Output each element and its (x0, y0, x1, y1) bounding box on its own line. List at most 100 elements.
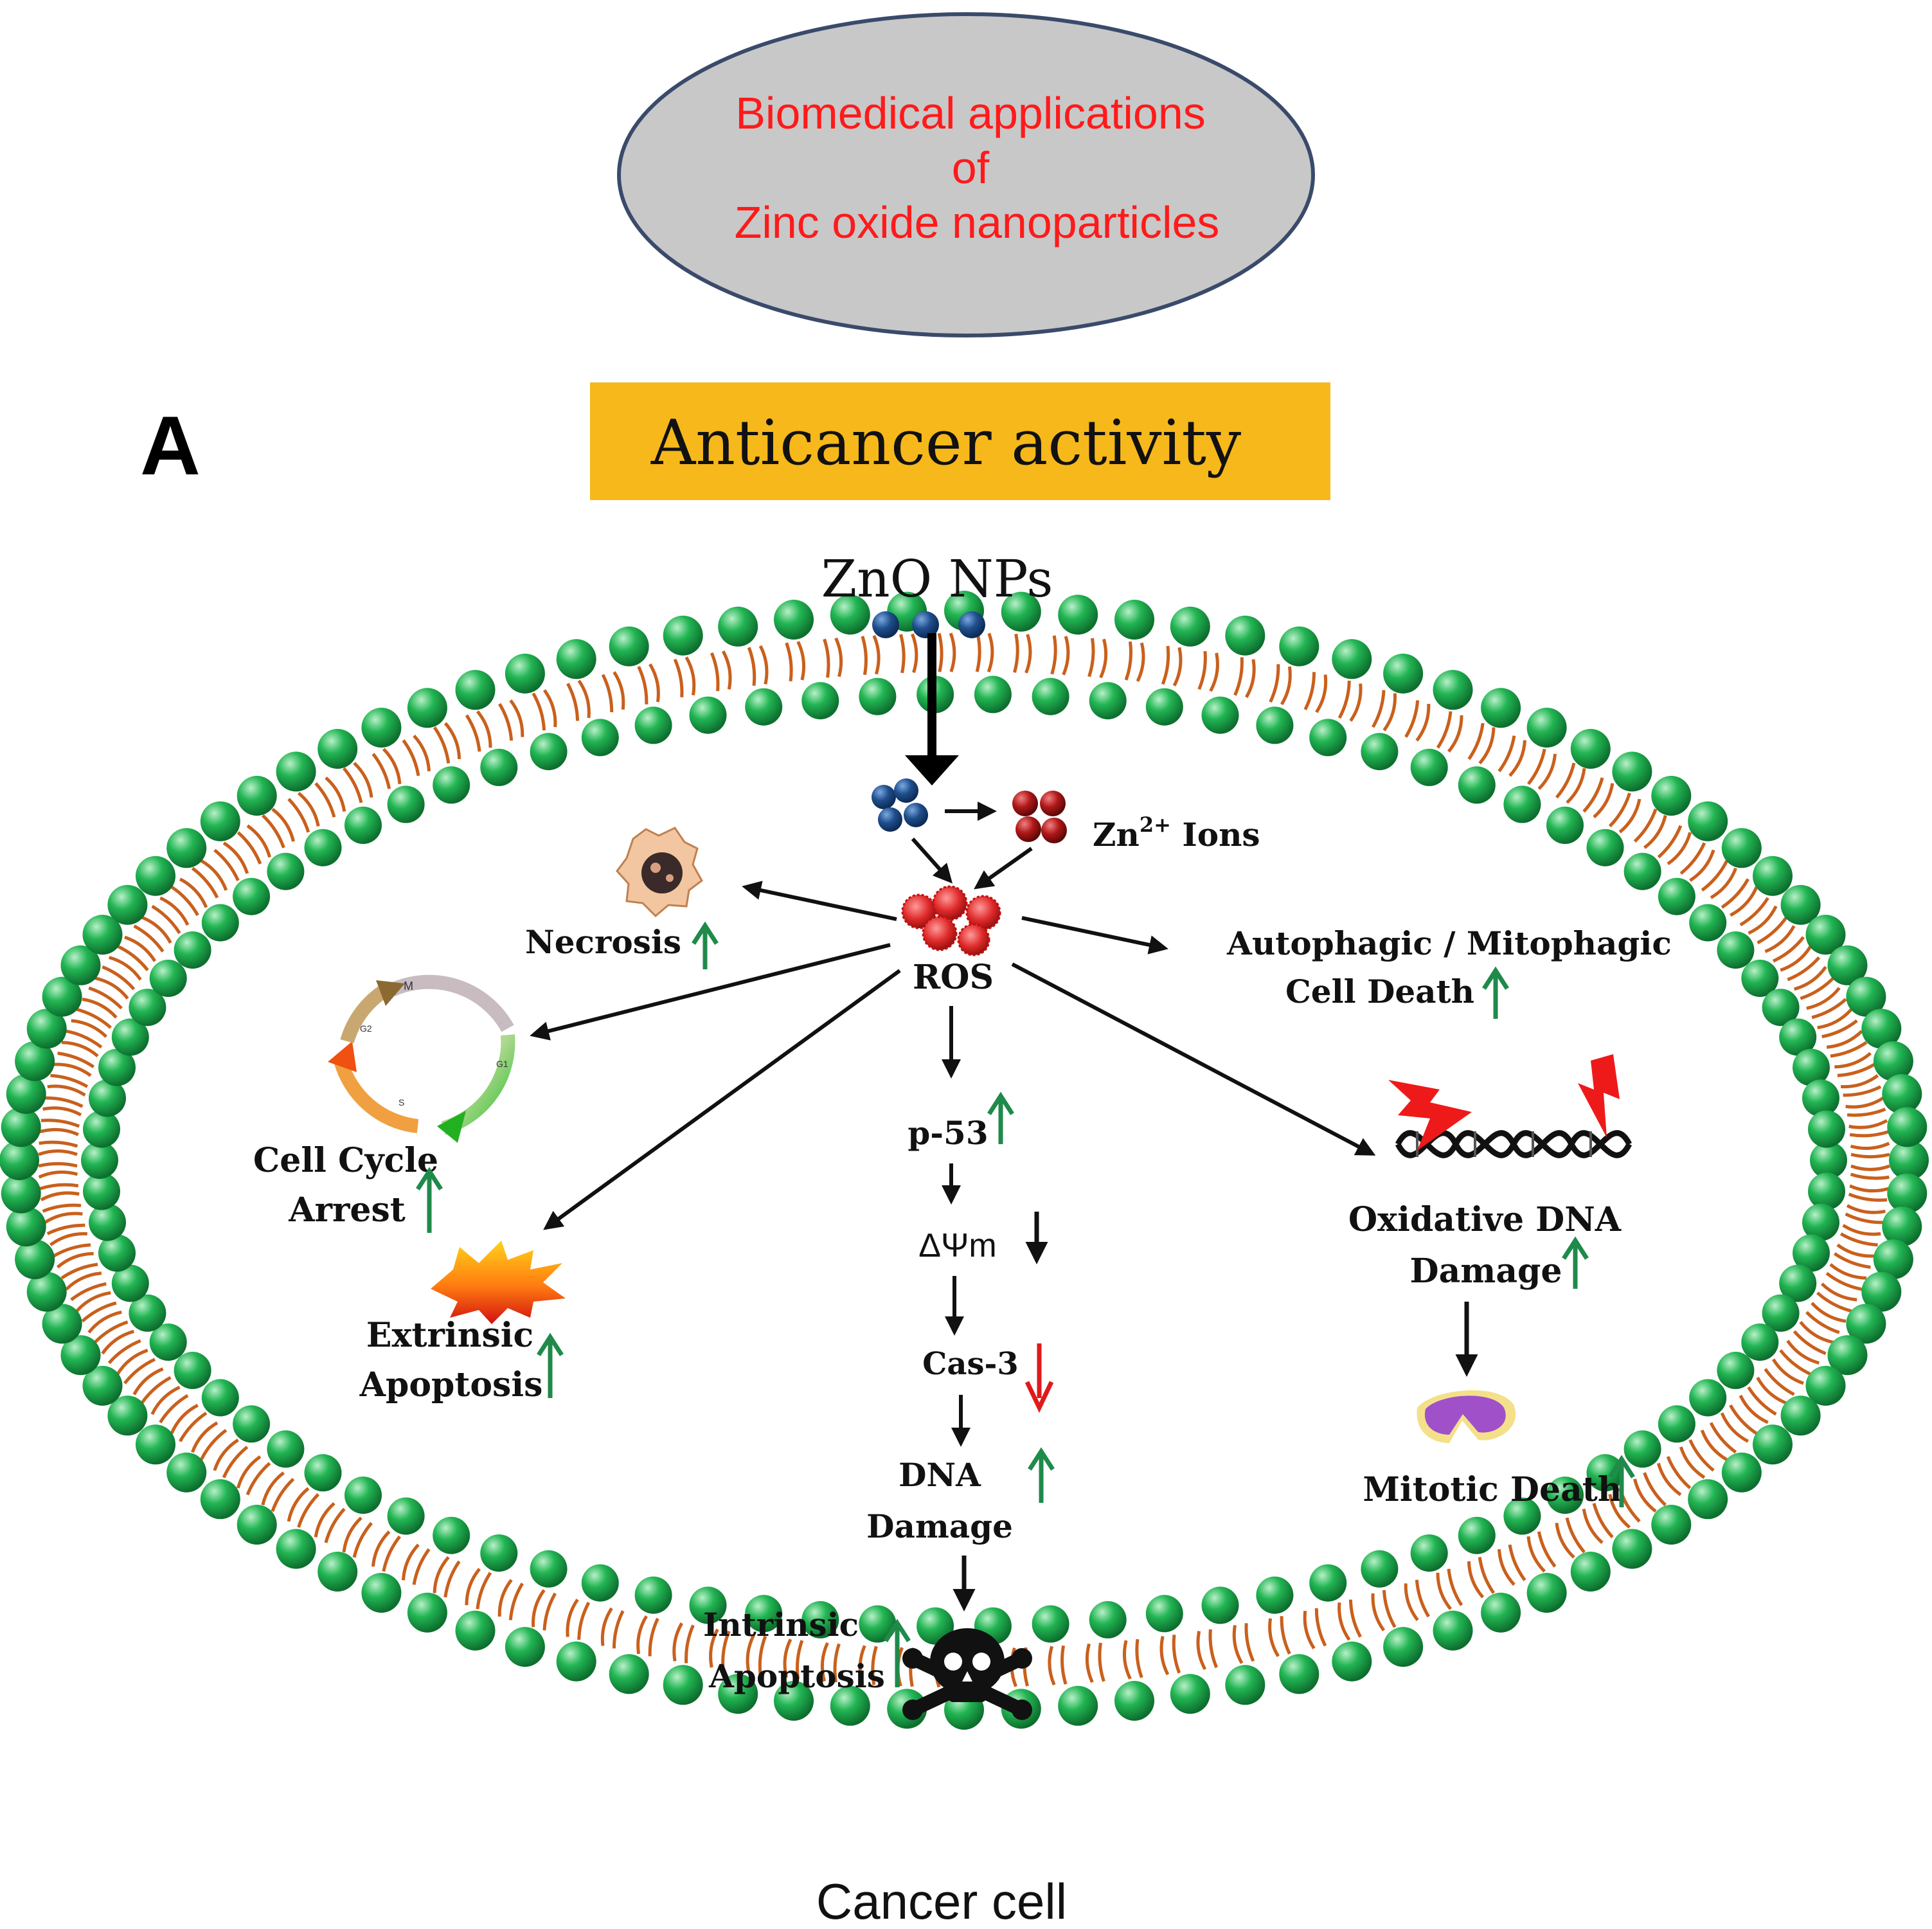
lipid-head-outer (1170, 606, 1210, 647)
lipid-head-inner (1586, 829, 1624, 866)
lipid-head-inner (1309, 1564, 1347, 1602)
lipid-tail (150, 1385, 189, 1424)
lipid-head-outer (318, 729, 358, 769)
lipid-head-outer (1279, 1654, 1319, 1694)
lipid-head-outer (1688, 801, 1728, 841)
lipid-head-outer (200, 801, 240, 841)
mitotic-death-icon (1417, 1390, 1516, 1443)
lipid-head-outer (1887, 1107, 1928, 1147)
lipid-tail (1633, 1472, 1667, 1513)
cell-cycle-label-line-2: Arrest (288, 1190, 406, 1230)
skull-nose (962, 1671, 972, 1682)
lipid-tail (191, 1421, 228, 1461)
lipid-tail (1830, 1041, 1872, 1069)
lipid-head-inner (1717, 1352, 1755, 1389)
lipid-head-inner (689, 1586, 727, 1624)
zn-ion (1041, 818, 1067, 843)
lipid-tail (49, 1232, 91, 1258)
delta-psi-label: ΔΨm (918, 1227, 997, 1264)
lipid-head-outer (1526, 1573, 1567, 1613)
lipid-head-outer (1861, 1271, 1902, 1312)
lipid-head-inner (634, 706, 672, 744)
lipid-head-outer (107, 1395, 148, 1436)
lipid-tail (1303, 1608, 1327, 1649)
nanoparticle (872, 611, 899, 638)
zn-ion (1015, 816, 1041, 842)
cell-membrane (0, 591, 1929, 1730)
lipid-head-outer (1279, 626, 1319, 667)
lipid-head-inner (1762, 989, 1800, 1027)
lipid-tail (116, 935, 157, 971)
lipid-tail (1846, 1192, 1888, 1214)
lipid-head-inner (89, 1203, 126, 1241)
lipid-tail (672, 1622, 695, 1664)
lipid-head-inner (1623, 1430, 1661, 1468)
lipid-tail (38, 1171, 79, 1190)
zn-ions-label: Zn2+ Ions (1093, 812, 1260, 854)
lipid-tail (497, 1579, 524, 1620)
lipid-tail (1811, 1291, 1852, 1323)
lipid-head-inner (1658, 877, 1695, 915)
mitotic-cell-shape (1424, 1395, 1506, 1435)
autophagic-label-line-1: Autophagic / Mitophagic (1226, 924, 1672, 962)
lipid-head-outer (1651, 1505, 1692, 1545)
up-arrow-head (1482, 966, 1509, 990)
cell-cycle-phase-m: M (404, 980, 413, 992)
lipid-tail (1811, 998, 1853, 1030)
lipid-head-outer (136, 1424, 175, 1465)
lipid-tail (371, 1530, 401, 1572)
lipid-head-outer (26, 1009, 67, 1049)
lipid-tail (44, 1084, 86, 1108)
lipid-head-inner (1458, 1516, 1496, 1554)
lipid-head-outer (26, 1271, 67, 1312)
lipid-head-outer (1, 1173, 41, 1214)
lipid-tail (1608, 793, 1641, 834)
lipid-head-outer (1721, 828, 1762, 868)
lipid-tail (600, 1607, 625, 1649)
lipid-head-inner (304, 829, 342, 866)
lipid-tail (38, 1149, 78, 1168)
lipid-head-inner (1458, 766, 1496, 804)
lipid-head-outer (1481, 688, 1521, 728)
lipid-tail (1700, 1422, 1737, 1462)
lipid-head-outer (166, 828, 207, 868)
section-banner: Anticancer activity (590, 382, 1330, 500)
lipid-tail (1850, 1153, 1890, 1171)
lipid-head-outer (1827, 945, 1868, 985)
cell-cycle-arc-m (389, 974, 514, 1032)
cell-cycle-arrowhead (376, 980, 405, 1006)
lipid-head-outer (1481, 1592, 1521, 1633)
lipid-head-outer (276, 751, 316, 792)
lipid-tail (314, 776, 346, 818)
lipid-head-outer (1805, 915, 1846, 955)
lipid-head-outer (166, 1452, 207, 1493)
cell-cycle-phase-g2: G2 (360, 1023, 372, 1034)
arrow-ros-to-autophagy (1021, 916, 1168, 955)
lipid-head-outer (455, 670, 496, 710)
lipid-head-outer (1887, 1173, 1928, 1214)
lipid-tail (1555, 1517, 1586, 1559)
necrosis-label: Necrosis (525, 923, 681, 961)
lipid-tail (1843, 1085, 1884, 1109)
lipid-tail (636, 1615, 659, 1656)
lipid-head-outer (1861, 1009, 1902, 1049)
lipid-head-inner (387, 1497, 425, 1535)
lipid-head-outer (237, 776, 277, 816)
lipid-head-inner (859, 677, 897, 715)
lipid-tail (1197, 650, 1219, 692)
necrosis-cell-icon (616, 827, 703, 918)
lipid-tail (1233, 657, 1256, 699)
lipid-tail (1122, 1638, 1143, 1680)
lipid-head-inner (1741, 960, 1779, 997)
lipid-tail (1498, 735, 1527, 777)
lipid-head-outer (0, 1140, 39, 1180)
lipid-head-outer (1383, 653, 1424, 694)
up-arrow-head (987, 1091, 1014, 1115)
intrinsic-up-arrow (884, 1619, 911, 1687)
dna-damage-label-line-1: DNA (899, 1456, 981, 1494)
lipid-head-inner (1623, 852, 1661, 890)
necrosis-fragment (650, 863, 661, 873)
lipid-tail (1772, 936, 1812, 972)
lipid-head-inner (1410, 1534, 1448, 1572)
